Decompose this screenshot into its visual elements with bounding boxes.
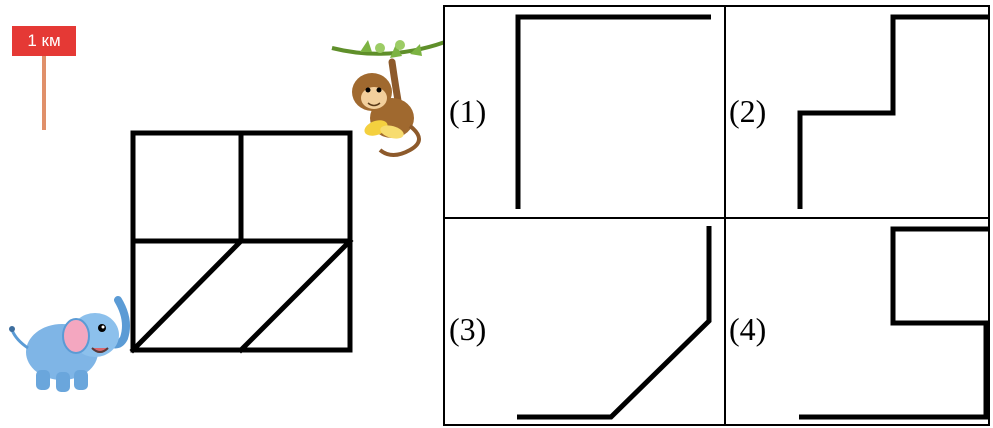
map-grid [129,130,354,354]
option-2-label[interactable]: (2) [729,93,767,129]
options-grid: (1) (2) (3) (4) [443,5,990,426]
option-4-label[interactable]: (4) [729,311,767,347]
path-map [9,40,445,392]
sign-label: 1 км [27,31,61,50]
option-1-path [515,14,711,209]
option-3-label[interactable]: (3) [449,311,487,347]
option-1-label[interactable]: (1) [449,93,487,129]
elephant-icon [9,296,130,392]
monkey-icon [331,40,445,157]
map-diagonal-right [237,237,354,354]
map-diagonal-left [129,237,245,354]
sign-board: 1 км [12,26,76,56]
sign-post [42,56,46,130]
options-grid-lines [445,7,988,424]
option-4-path [799,226,988,420]
option-3-path [517,226,712,420]
distance-sign: 1 км [12,26,76,132]
option-2-path [797,14,988,209]
